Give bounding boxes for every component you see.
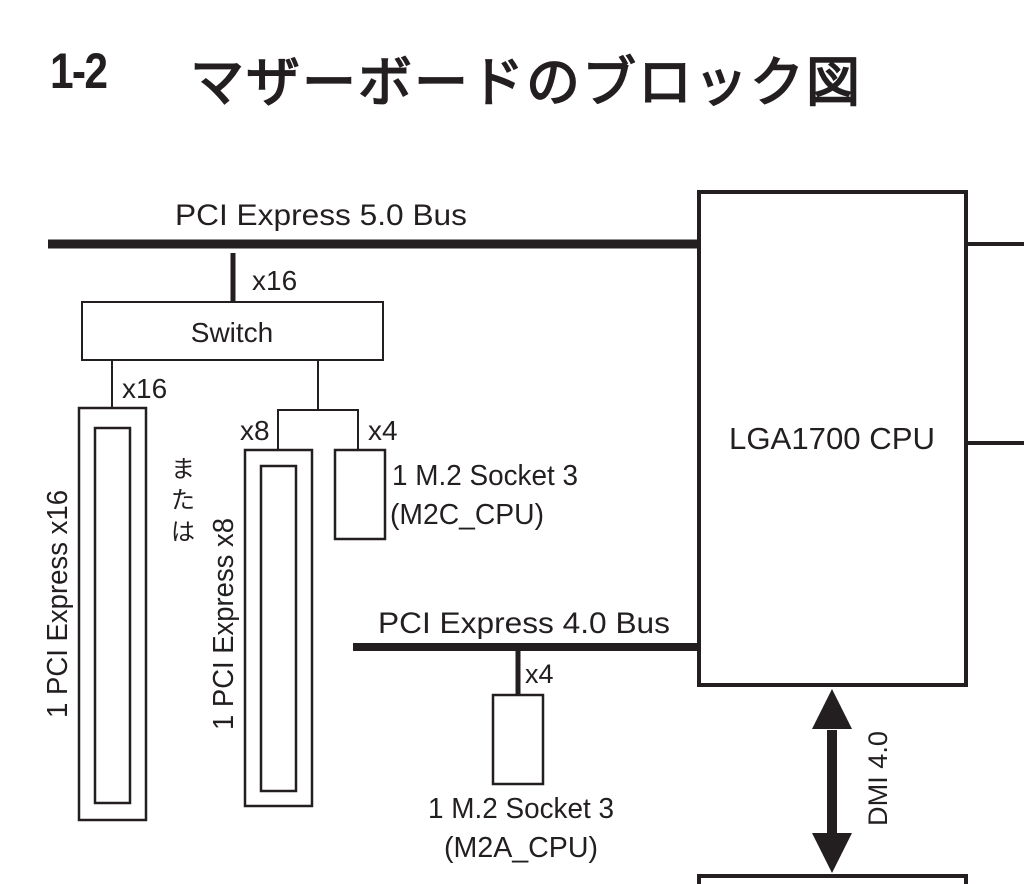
pcie-x8-slot-label: 1 PCI Express x8 [208,518,240,730]
lane-x4-m2c: x4 [368,415,398,446]
dmi-arrow-head-up [812,689,852,729]
pcie-x8-slot [243,448,314,808]
section-number: 1-2 [50,43,108,99]
cpu-box [697,190,968,687]
or-text-char-3: は [171,519,195,546]
m2c-label-line1: 1 M.2 Socket 3 [392,460,578,492]
lane-x16-top: x16 [252,265,297,296]
cpu-label: LGA1700 CPU [729,421,935,456]
page-title: マザーボードのブロック図 [190,51,862,114]
pcie-x8-slot-inner [259,464,298,793]
lane-x4-m2a: x4 [525,659,554,689]
m2c-socket [333,448,387,541]
lane-x16-slot: x16 [122,373,167,404]
dmi-label: DMI 4.0 [863,731,893,826]
or-text-char-2: た [171,487,195,514]
m2a-label-line1: 1 M.2 Socket 3 [428,793,614,825]
m2a-socket [491,693,545,786]
lane-x8: x8 [240,415,270,446]
dmi-arrow-head-down [812,833,852,873]
pcie-x16-slot-inner [93,426,132,805]
switch-box [81,301,384,361]
pcie5-bus-label: PCI Express 5.0 Bus [175,199,467,232]
chipset-box-top [697,874,968,884]
switch-label: Switch [191,317,273,348]
pcie4-bus-label: PCI Express 4.0 Bus [378,607,670,640]
pcie-x16-slot [77,406,148,822]
m2c-label-line2: (M2C_CPU) [390,499,544,531]
m2a-label-line2: (M2A_CPU) [444,832,598,864]
pcie-x16-slot-label: 1 PCI Express x16 [42,490,74,718]
or-text-char-1: ま [171,456,195,483]
split-branch [277,409,359,450]
